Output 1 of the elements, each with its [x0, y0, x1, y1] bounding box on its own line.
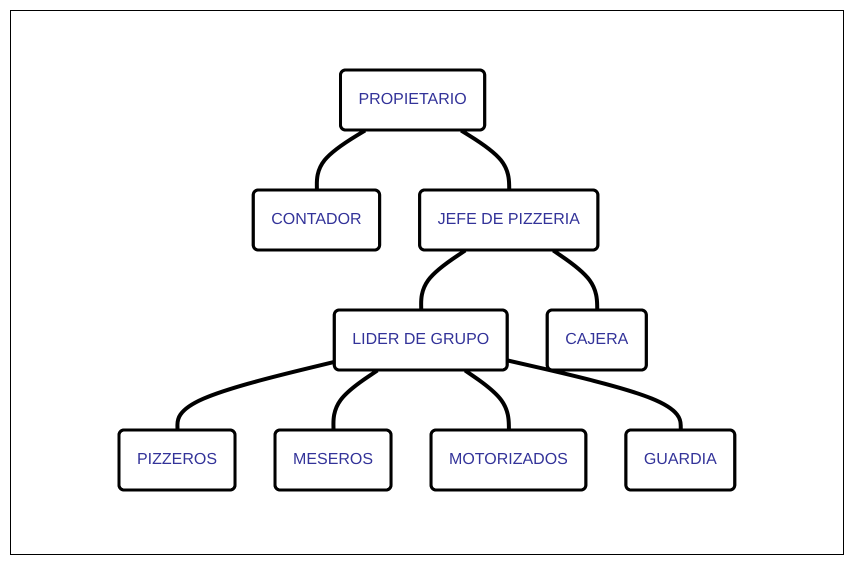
connector [507, 358, 683, 431]
